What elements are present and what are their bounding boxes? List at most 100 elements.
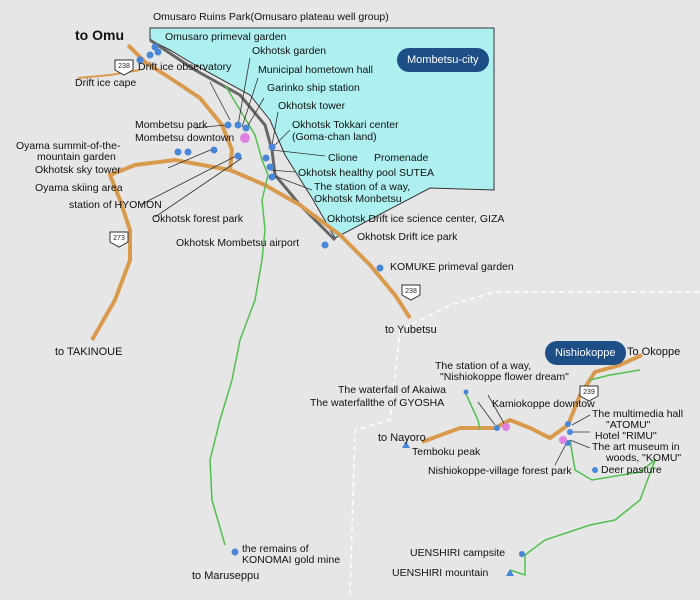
marker-garinko <box>242 124 250 132</box>
marker-deer-pasture <box>592 467 598 473</box>
marker-atomu <box>565 421 571 427</box>
green-road-nishiokoppe <box>464 391 481 431</box>
downtown-markers <box>240 133 567 444</box>
label-okhotsk-tower: Okhotsk tower <box>278 100 346 112</box>
marker-kamiokoppe <box>494 425 500 431</box>
label-clione: Clione <box>328 152 358 164</box>
uenshiri-mountain-icon <box>506 569 514 576</box>
marker-oyama-summit-2 <box>184 148 192 156</box>
marker-pool-sutea <box>266 163 274 171</box>
label-station-way-1: The station of a way, <box>314 181 411 193</box>
shield-icon <box>401 284 421 301</box>
label-konomai-1: the remains of <box>242 543 309 555</box>
label-mombetsu-park: Mombetsu park <box>135 119 208 131</box>
marker-municipal-hall <box>234 121 242 129</box>
marker-komuke <box>376 264 384 272</box>
mombetsu-city-area <box>149 27 495 239</box>
label-drift-ice-observatory: Drift ice observatory <box>138 61 232 73</box>
direction-omu: to Omu <box>75 27 124 43</box>
shield-icon <box>114 59 134 76</box>
marker-okhotsk-garden <box>154 48 162 56</box>
label-tokkari-1: Okhotsk Tokkari center <box>292 119 399 131</box>
label-komu-1: The art museum in <box>592 441 680 453</box>
label-konomai-2: KONOMAI gold mine <box>242 554 341 566</box>
label-atomu-1: The multimedia hall <box>592 408 684 420</box>
label-uenshiri-camp: UENSHIRI campsite <box>410 547 506 559</box>
label-drift-ice-park: Okhotsk Drift ice park <box>357 231 458 243</box>
marker-rimu <box>567 429 573 435</box>
label-deer-pasture: Deer pasture <box>601 464 662 476</box>
label-tokkari-2: (Goma-chan land) <box>292 131 377 143</box>
marker-nish-forest <box>559 436 567 444</box>
marker-mombetsu-downtown <box>240 133 250 143</box>
label-nish-station-1: The station of a way, <box>435 360 532 372</box>
road-238-north <box>126 43 235 171</box>
label-pool-sutea: Okhotsk healthy pool SUTEA <box>298 167 434 179</box>
label-oyama-summit-1: Oyama summit-of-the- <box>16 140 121 152</box>
label-garinko: Garinko ship station <box>267 82 360 94</box>
shield-icon <box>109 231 129 248</box>
label-omusaro-ruins: Omusaro Ruins Park(Omusaro plateau well … <box>153 11 389 23</box>
marker-clione <box>262 154 270 162</box>
road-nishiokoppe <box>421 353 643 444</box>
label-rimu: Hotel "RIMU" <box>595 430 657 442</box>
leader-lines <box>139 57 591 466</box>
road-273 <box>90 157 231 341</box>
marker-drift-ice-observatory <box>136 56 144 64</box>
marker-akaiwa <box>463 389 469 395</box>
label-okhotsk-garden: Okhotsk garden <box>252 45 327 57</box>
green-road-south-nish <box>509 439 657 577</box>
label-nish-forest-park: Nishiokoppe-village forest park <box>428 465 572 477</box>
route-238-shield: 238 <box>113 58 135 76</box>
marker-station-way <box>268 173 276 181</box>
direction-okoppe: To Okoppe <box>627 346 681 358</box>
nishiokoppe-badge: Nishiokoppe <box>545 341 626 365</box>
direction-maruseppu: to Maruseppu <box>192 570 260 582</box>
green-road-north-nish <box>589 369 641 381</box>
temboku-peak-icon <box>402 441 410 448</box>
peak-markers <box>402 441 514 576</box>
label-promenade: Promenade <box>374 152 429 164</box>
route-239-shield: 239 <box>578 384 600 402</box>
direction-nayoro: to Nayoro <box>378 432 426 444</box>
label-hyomon: station of HYOMON <box>69 199 162 211</box>
marker-omusaro-forest <box>146 51 154 59</box>
label-atomu-2: "ATOMU" <box>606 419 651 431</box>
label-akaiwa: The waterfall of Akaiwa <box>338 384 446 396</box>
route-273-shield: 273 <box>108 230 130 248</box>
marker-mombetsu-park <box>224 121 232 129</box>
label-skiing-area: Oyama skiing area <box>35 182 123 194</box>
label-oyama-summit-2: mountain garden <box>37 151 116 163</box>
marker-kamiokoppe-downtown <box>502 423 510 431</box>
marker-uenshiri-camp <box>519 551 525 557</box>
label-komuke: KOMUKE primeval garden <box>390 261 514 273</box>
marker-tokkari <box>268 143 276 151</box>
label-giza: Okhotsk Drift ice science center, GIZA <box>327 213 505 225</box>
label-komu-2: woods, "KOMU" <box>606 452 682 464</box>
label-gyosha: The waterfallthe of GYOSHA <box>310 397 445 409</box>
label-mombetsu-downtown: Mombetsu downtown <box>135 132 235 144</box>
nishiokoppe-boundary <box>349 291 700 596</box>
green-road-south <box>209 84 269 546</box>
label-municipal-hall: Municipal hometown hall <box>258 64 373 76</box>
label-station-way-2: Okhotsk Monbetsu <box>314 193 402 205</box>
mombetsu-city-badge: Mombetsu-city <box>397 48 489 72</box>
shield-icon <box>579 385 599 402</box>
marker-airport <box>321 241 329 249</box>
label-nish-station-2: "Nishiokoppe flower dream" <box>440 371 569 383</box>
label-uenshiri-mountain: UENSHIRI mountain <box>392 567 489 579</box>
label-sky-tower: Okhotsk sky tower <box>35 164 121 176</box>
label-temboku: Temboku peak <box>412 446 481 458</box>
marker-oyama-summit <box>174 148 182 156</box>
label-omusaro-forest: Omusaro primeval garden <box>165 31 287 43</box>
label-airport: Okhotsk Mombetsu airport <box>176 237 300 249</box>
marker-konomai <box>231 548 239 556</box>
label-forest-park: Okhotsk forest park <box>152 213 244 225</box>
direction-yubetsu: to Yubetsu <box>385 324 437 336</box>
label-drift-ice-cape: Drift ice cape <box>75 77 137 89</box>
coast-road <box>149 38 337 242</box>
marker-skiing <box>234 152 242 160</box>
label-kamiokoppe: Kamiokoppe downtow <box>492 398 595 410</box>
